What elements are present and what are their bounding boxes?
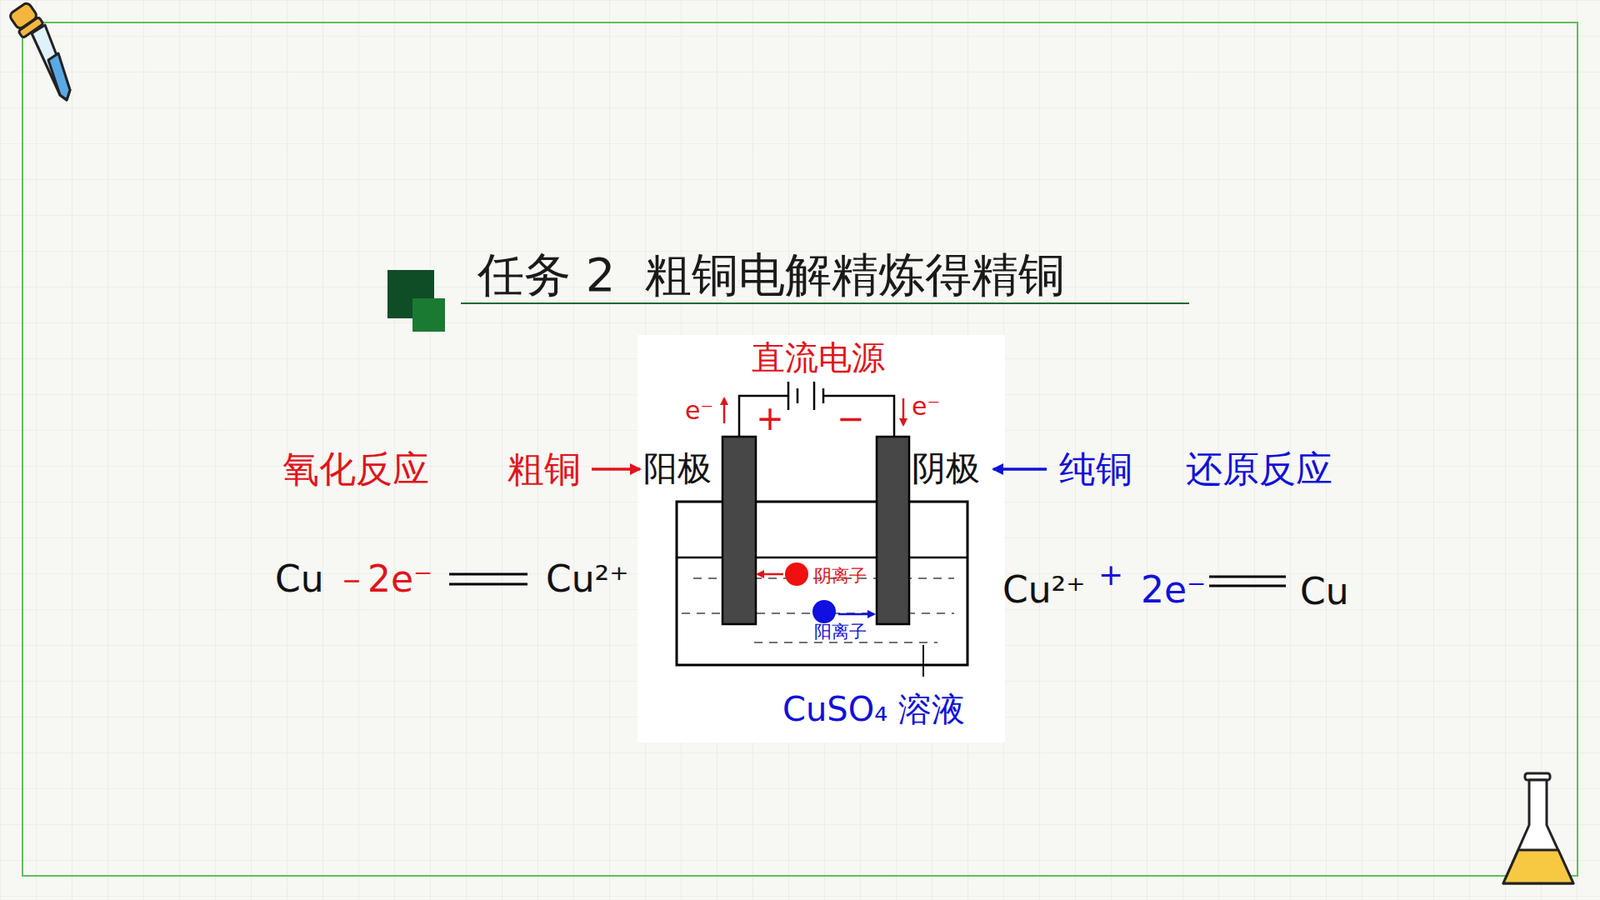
cation-arrow	[838, 613, 875, 616]
polarity-sign: +	[755, 400, 785, 437]
electrode-material: 粗铜	[507, 449, 581, 490]
battery-symbol	[788, 381, 824, 410]
pointer-arrow	[591, 467, 640, 471]
flask-icon	[1503, 773, 1574, 884]
title-square	[412, 298, 445, 332]
pointer-arrow	[993, 467, 1047, 471]
equation-term: Cu	[275, 559, 325, 600]
anion-dot	[785, 562, 809, 586]
electron-label: e⁻	[911, 392, 940, 420]
solution-label: CuSO₄ 溶液	[782, 690, 965, 728]
equation-term: 2e⁻	[367, 559, 433, 600]
frame	[22, 22, 1578, 876]
equation-term: Cu²⁺	[545, 559, 629, 600]
ion-label: 阴离子	[814, 566, 867, 586]
electrode-name: 阴极	[911, 450, 980, 488]
equation-term: +	[1098, 558, 1124, 592]
leader-line	[922, 645, 925, 677]
title-underline	[460, 302, 1190, 305]
equation-term: －	[335, 560, 369, 598]
electron-arrow	[723, 398, 726, 424]
anode-electrode	[722, 436, 756, 625]
ion-label: 阳离子	[814, 622, 867, 642]
dropper-icon	[8, 1, 70, 100]
equation-term: 2e⁻	[1140, 570, 1206, 610]
wire	[739, 395, 895, 437]
equation-term: Cu	[1300, 571, 1350, 612]
polarity-sign: −	[836, 400, 865, 437]
liquid-surface	[676, 556, 968, 560]
electrolytic-tank	[676, 501, 968, 665]
cation-dot	[812, 600, 836, 624]
cathode-electrode	[876, 436, 910, 625]
electrode-name: 阳极	[643, 450, 712, 488]
anion-arrow	[757, 573, 784, 576]
illustration-panel	[637, 335, 1005, 743]
electrode-material: 纯铜	[1059, 449, 1133, 490]
reaction-type: 氧化反应	[282, 449, 430, 490]
electron-label: e⁻	[685, 396, 714, 425]
electron-arrow	[902, 398, 905, 425]
reaction-type: 还原反应	[1185, 449, 1333, 490]
power-source-label: 直流电源	[751, 339, 885, 376]
slide-title: 任务 2 粗铜电解精炼得精铜	[477, 249, 1065, 301]
equation-term: Cu²⁺	[1002, 570, 1085, 610]
